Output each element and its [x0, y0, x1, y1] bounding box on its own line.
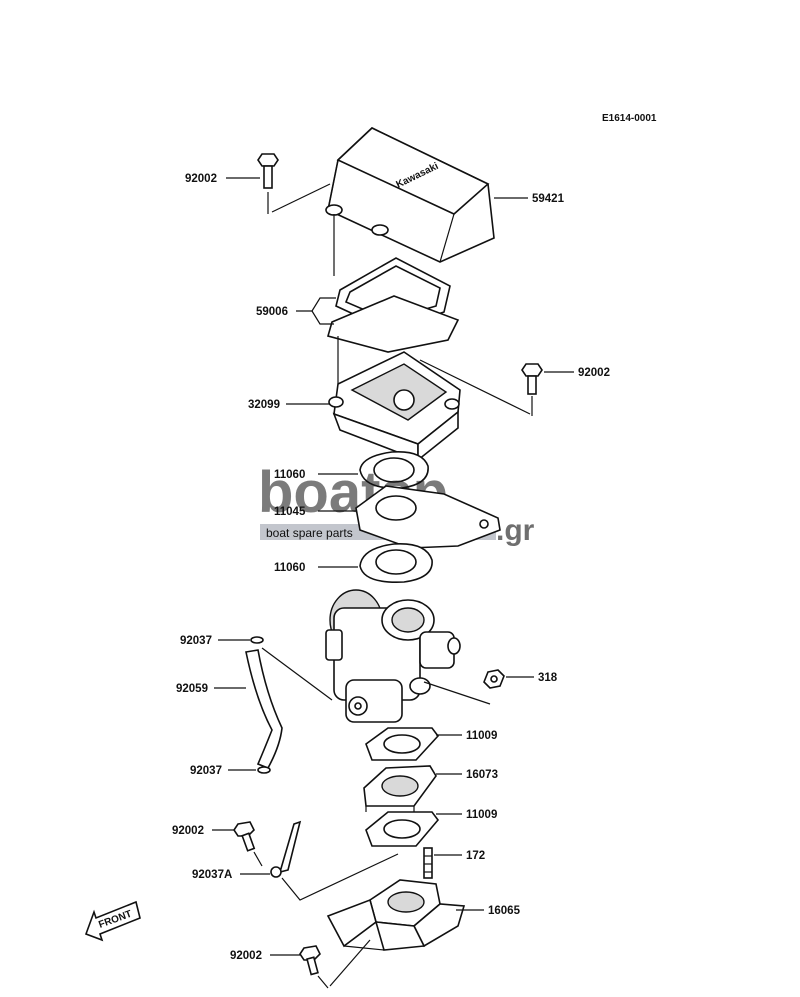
- watermark-tld: .gr: [496, 514, 535, 547]
- label-bolt-bracket: 92002: [172, 825, 204, 837]
- bolt-top-left-part: [257, 153, 279, 214]
- manifold-part: [326, 879, 466, 951]
- leader-nut-carb: [423, 681, 491, 705]
- label-hose: 92059: [176, 683, 208, 695]
- label-bolt-bottom: 92002: [230, 950, 262, 962]
- leader-carb-hose: [261, 647, 333, 701]
- label-manifold: 16065: [488, 905, 521, 917]
- leader-cover-bolt: [271, 183, 331, 213]
- label-clamp-top: 92037: [180, 635, 212, 647]
- leader-case-bolt: [419, 359, 531, 415]
- label-gasket-carb-1: 11009: [466, 730, 497, 742]
- gasket-upper-part: [359, 450, 429, 489]
- label-gasket-set: 59006: [256, 306, 288, 318]
- gasket-carb-2-part: [365, 811, 440, 847]
- diagram-code: E1614-0001: [602, 113, 657, 124]
- label-clamp-a: 92037A: [192, 869, 232, 881]
- gasket-lower-part: [359, 543, 433, 583]
- label-cover: 59421: [532, 193, 565, 205]
- leader-gasket-a: [296, 297, 336, 312]
- plate-part: [355, 485, 501, 549]
- clamp-a-part: [270, 820, 302, 878]
- cover-part: Kawasaki: [325, 127, 495, 263]
- leader-manifold-link: [281, 853, 399, 901]
- label-gasket-carb-2: 11009: [466, 809, 497, 821]
- stud-part: [423, 847, 433, 879]
- gasket-set-part: [327, 257, 460, 353]
- bolt-right-part: [521, 363, 543, 416]
- hose-part: [245, 636, 283, 774]
- bolt-bracket-part: [233, 821, 263, 867]
- label-nut: 318: [538, 672, 558, 684]
- label-insulator: 16073: [466, 769, 498, 781]
- label-bolt-top-left: 92002: [185, 173, 217, 185]
- watermark-tagline: boat spare parts: [266, 526, 353, 540]
- label-clamp-bottom: 92037: [190, 765, 222, 777]
- label-plate: 11045: [274, 506, 306, 518]
- label-bolt-right: 92002: [578, 367, 610, 379]
- leader-bolt-bottom-to-manifold: [329, 939, 371, 987]
- gasket-carb-1-part: [365, 727, 440, 761]
- insulator-part: [363, 765, 437, 812]
- leader-gasket-b: [311, 310, 334, 325]
- label-gasket-upper: 11060: [274, 469, 305, 481]
- front-arrow: FRONT: [84, 900, 141, 942]
- label-stud: 172: [466, 850, 485, 862]
- label-case: 32099: [248, 399, 280, 411]
- case-part: [328, 351, 461, 462]
- nut-part: [483, 669, 505, 689]
- carburetor-part: [325, 589, 461, 723]
- label-gasket-lower: 11060: [274, 562, 305, 574]
- bolt-bottom-part: [299, 945, 329, 989]
